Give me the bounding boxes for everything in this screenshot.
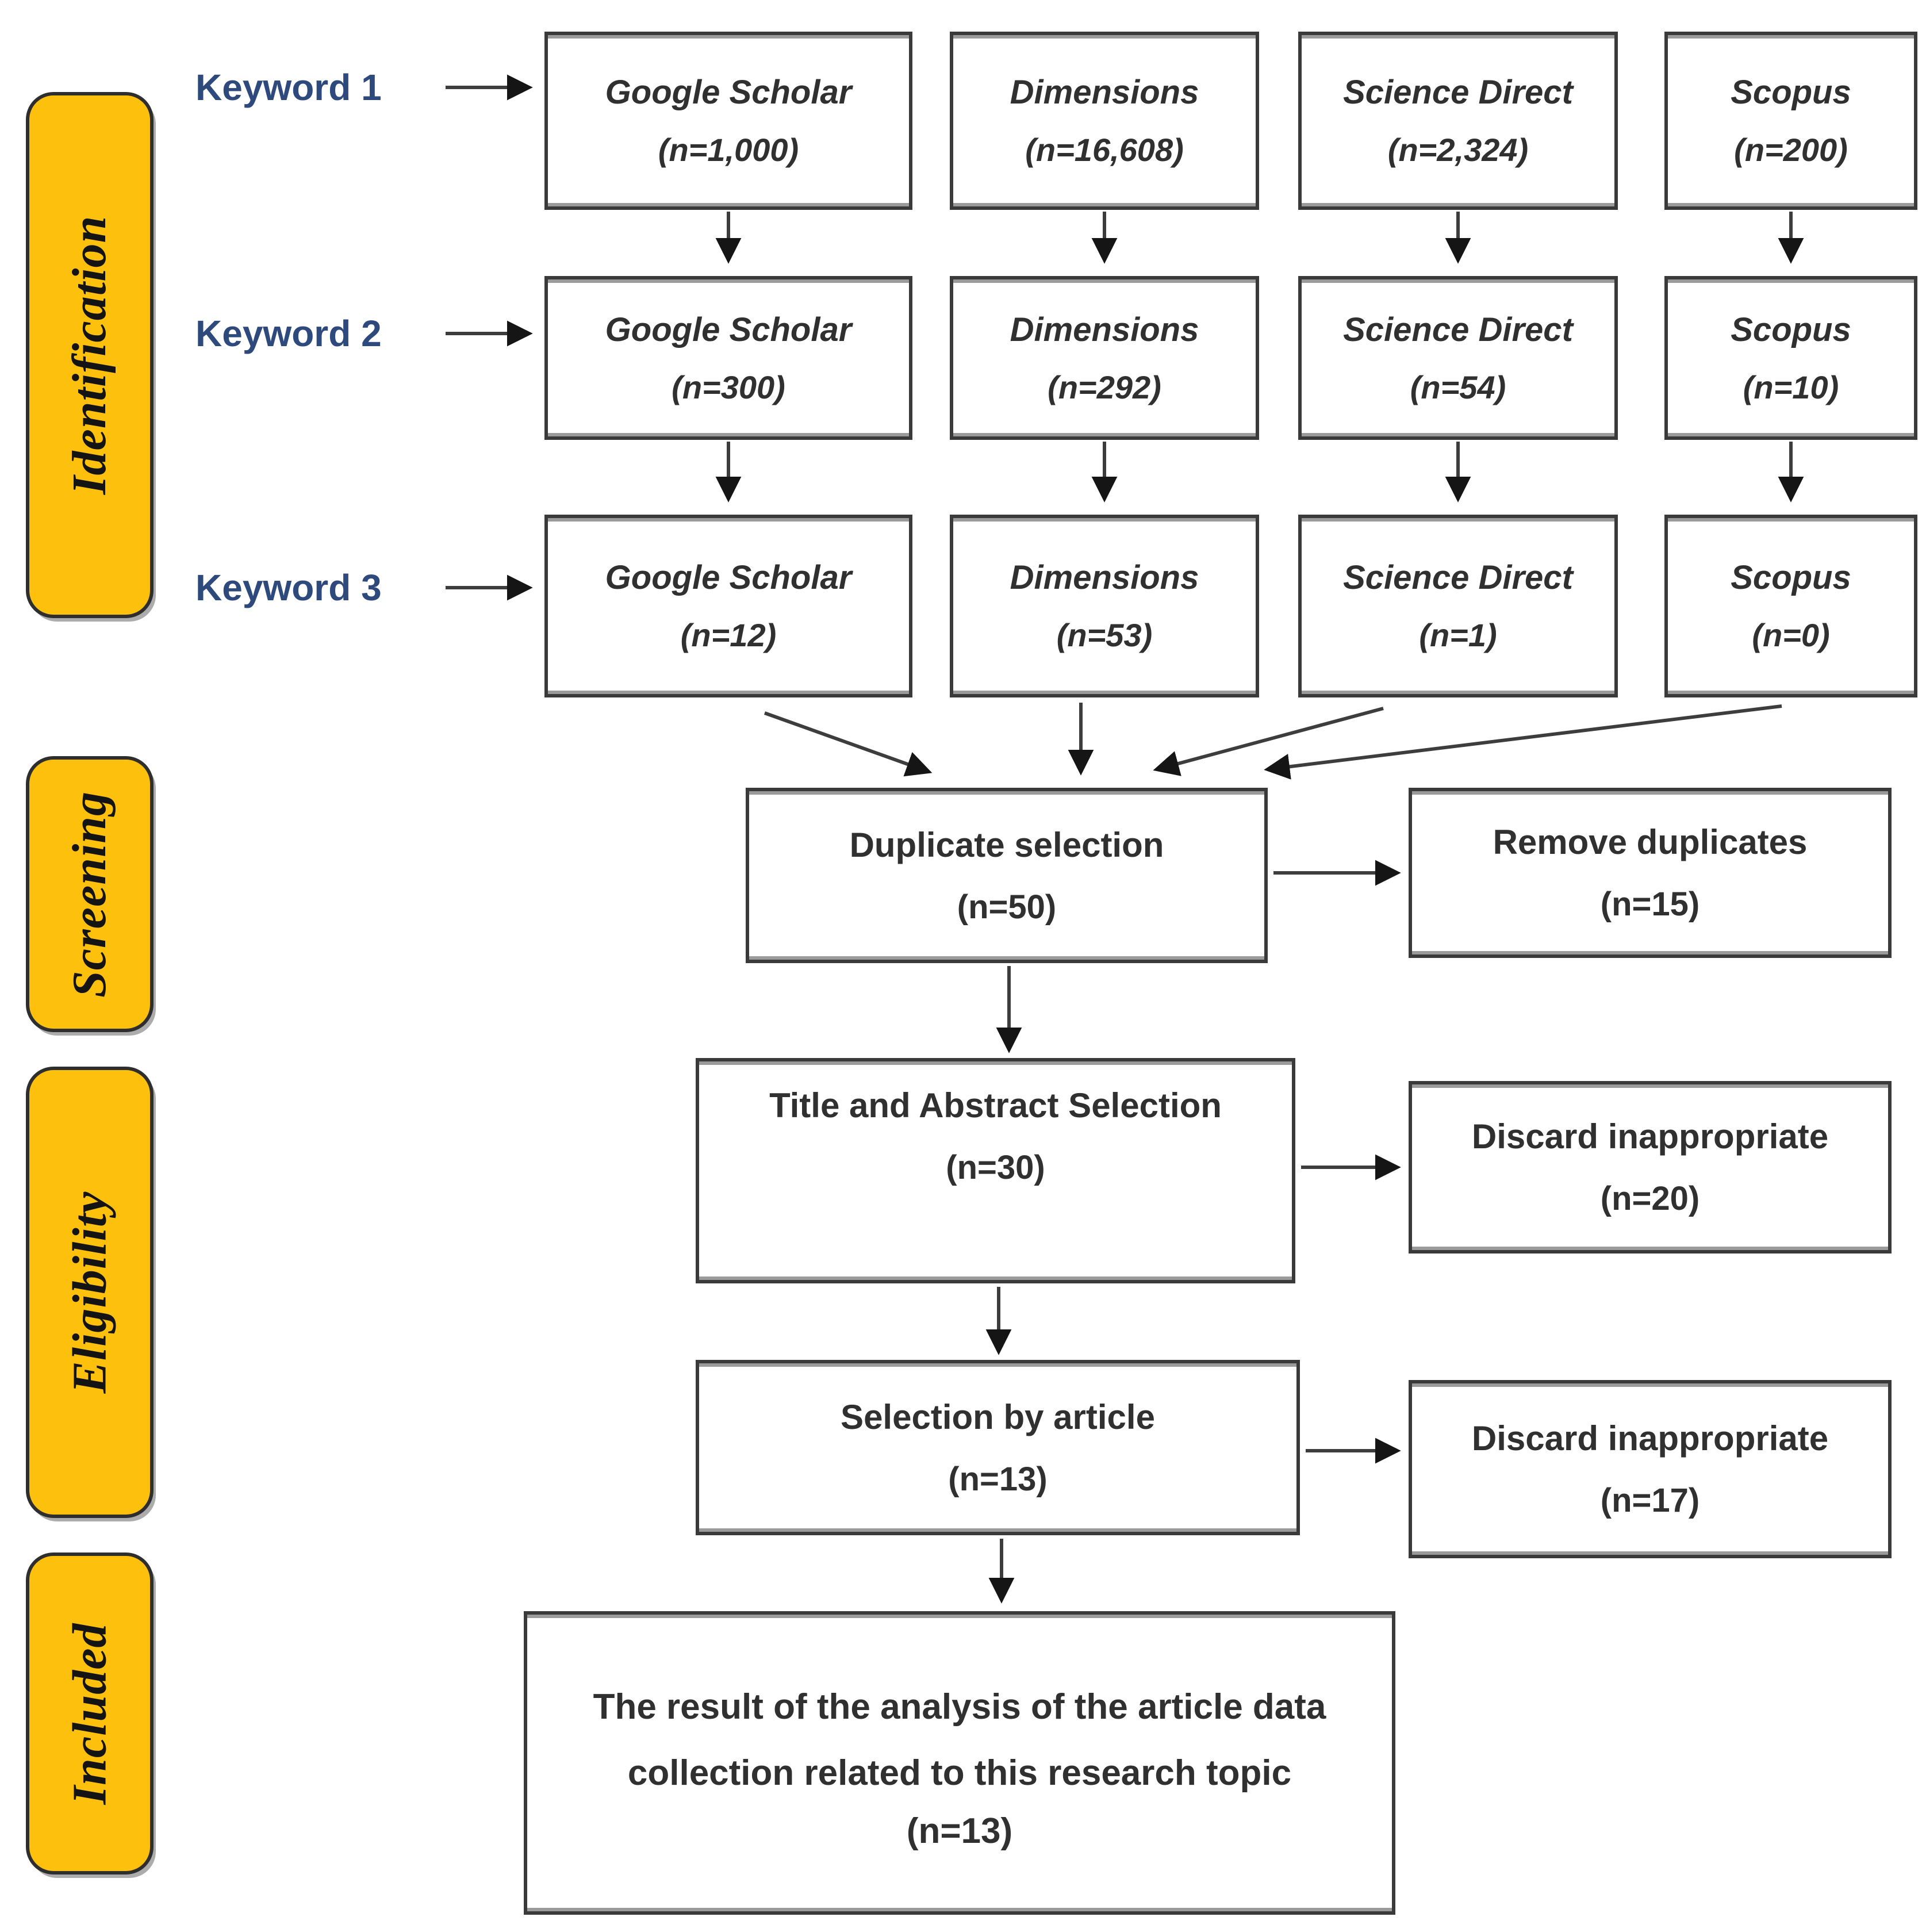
- source-box-science-direct-k1: Science Direct (n=2,324): [1298, 32, 1618, 210]
- result-label: The result of the analysis of the articl…: [593, 1686, 1326, 1793]
- arrow-scopus-to-duplicate: [1264, 704, 1782, 780]
- result-box: The result of the analysis of the articl…: [524, 1611, 1395, 1915]
- source-name: Science Direct: [1343, 559, 1573, 596]
- source-count: (n=2,324): [1387, 132, 1529, 168]
- duplicate-selection-label: Duplicate selection: [849, 825, 1164, 864]
- discard-inappropriate-2-count: (n=17): [1600, 1482, 1700, 1519]
- source-box-google-scholar-k1: Google Scholar (n=1,000): [544, 32, 912, 210]
- stage-screening: Screening: [26, 756, 154, 1032]
- result-count: (n=13): [906, 1811, 1013, 1851]
- stage-eligibility-label: Eligibility: [63, 1191, 117, 1394]
- source-name: Dimensions: [1010, 559, 1199, 596]
- selection-by-article-label: Selection by article: [841, 1397, 1155, 1436]
- source-count: (n=300): [672, 369, 785, 405]
- source-box-scopus-k1: Scopus (n=200): [1664, 32, 1917, 210]
- source-name: Scopus: [1731, 74, 1851, 111]
- source-name: Google Scholar: [605, 310, 852, 348]
- arrow-gscholar-to-duplicate: [764, 711, 933, 777]
- source-name: Google Scholar: [605, 74, 852, 111]
- source-box-science-direct-k3: Science Direct (n=1): [1298, 515, 1618, 697]
- title-abstract-selection-box: Title and Abstract Selection (n=30): [696, 1058, 1295, 1283]
- source-name: Scopus: [1731, 559, 1851, 596]
- remove-duplicates-count: (n=15): [1600, 885, 1700, 923]
- remove-duplicates-label: Remove duplicates: [1493, 823, 1808, 861]
- source-count: (n=12): [680, 617, 777, 653]
- arrow-sciencedirect-to-duplicate: [1153, 707, 1384, 776]
- title-abstract-selection-count: (n=30): [946, 1149, 1045, 1186]
- title-abstract-selection-label: Title and Abstract Selection: [769, 1086, 1222, 1125]
- keyword-3-label: Keyword 3: [195, 567, 382, 608]
- source-count: (n=1): [1419, 617, 1497, 653]
- source-name: Science Direct: [1343, 310, 1573, 348]
- source-box-dimensions-k1: Dimensions (n=16,608): [950, 32, 1259, 210]
- source-count: (n=0): [1752, 617, 1830, 653]
- source-box-google-scholar-k3: Google Scholar (n=12): [544, 515, 912, 697]
- discard-inappropriate-2-box: Discard inappropriate (n=17): [1409, 1380, 1892, 1558]
- source-count: (n=10): [1743, 369, 1839, 405]
- source-count: (n=200): [1734, 132, 1848, 168]
- source-count: (n=54): [1410, 369, 1506, 405]
- discard-inappropriate-2-label: Discard inappropriate: [1471, 1419, 1829, 1458]
- source-box-scopus-k2: Scopus (n=10): [1664, 276, 1917, 440]
- source-box-scopus-k3: Scopus (n=0): [1664, 515, 1917, 697]
- discard-inappropriate-1-box: Discard inappropriate (n=20): [1409, 1081, 1892, 1254]
- stage-included-label: Included: [63, 1622, 117, 1805]
- discard-inappropriate-1-label: Discard inappropriate: [1471, 1117, 1829, 1156]
- source-name: Science Direct: [1343, 74, 1573, 111]
- selection-by-article-count: (n=13): [948, 1460, 1048, 1498]
- source-box-dimensions-k3: Dimensions (n=53): [950, 515, 1259, 697]
- stage-included: Included: [26, 1552, 154, 1874]
- stage-identification-label: Identification: [63, 215, 117, 495]
- source-count: (n=1,000): [658, 132, 799, 168]
- source-name: Google Scholar: [605, 559, 852, 596]
- selection-by-article-box: Selection by article (n=13): [696, 1360, 1300, 1535]
- source-box-google-scholar-k2: Google Scholar (n=300): [544, 276, 912, 440]
- source-name: Dimensions: [1010, 310, 1199, 348]
- duplicate-selection-box: Duplicate selection (n=50): [746, 788, 1268, 963]
- source-box-dimensions-k2: Dimensions (n=292): [950, 276, 1259, 440]
- source-count: (n=16,608): [1025, 132, 1184, 168]
- source-name: Dimensions: [1010, 74, 1199, 111]
- remove-duplicates-box: Remove duplicates (n=15): [1409, 788, 1892, 958]
- keyword-2-label: Keyword 2: [195, 313, 382, 354]
- stage-identification: Identification: [26, 92, 154, 618]
- source-count: (n=53): [1056, 617, 1153, 653]
- duplicate-selection-count: (n=50): [957, 888, 1057, 926]
- stage-screening-label: Screening: [63, 791, 117, 998]
- stage-eligibility: Eligibility: [26, 1067, 154, 1518]
- keyword-1-label: Keyword 1: [195, 67, 382, 108]
- source-count: (n=292): [1048, 369, 1161, 405]
- discard-inappropriate-1-count: (n=20): [1600, 1180, 1700, 1217]
- source-name: Scopus: [1731, 310, 1851, 348]
- source-box-science-direct-k2: Science Direct (n=54): [1298, 276, 1618, 440]
